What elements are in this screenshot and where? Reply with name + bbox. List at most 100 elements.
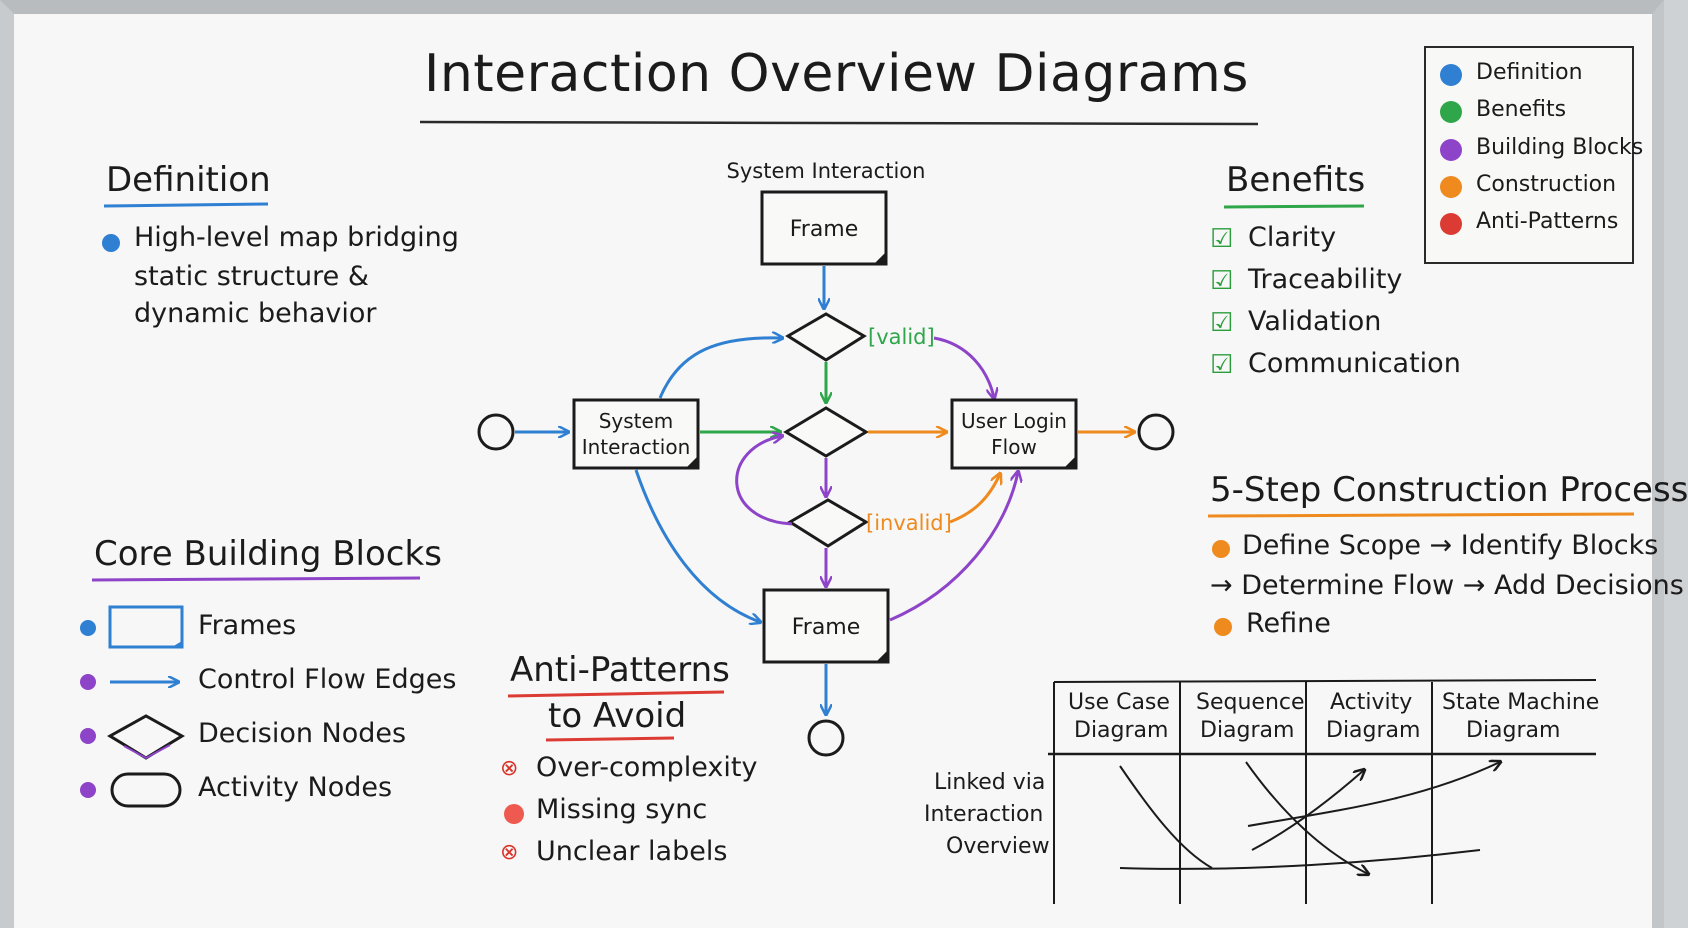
construction-heading: 5-Step Construction Process — [1210, 470, 1688, 510]
top-frame-label: Frame — [790, 217, 859, 242]
top-frame-node — [760, 190, 888, 266]
benefit-item: Traceability — [1248, 264, 1403, 295]
link-arrow-4 — [1247, 762, 1500, 827]
anti-patterns-heading-line-1: Anti-Patterns — [510, 650, 730, 690]
table-header-activity-2: Diagram — [1326, 718, 1421, 743]
building-blocks-heading: Core Building Blocks — [94, 534, 442, 574]
table-header-use-case-2: Diagram — [1074, 718, 1169, 743]
building-block-item: Activity Nodes — [198, 772, 393, 803]
definition-line-2: static structure & — [134, 261, 369, 292]
building-block-item: Decision Nodes — [198, 718, 407, 749]
cross-icon: ⊗ — [500, 756, 519, 781]
user-login-flow-node — [950, 398, 1078, 470]
check-icon: ☑ — [1210, 224, 1234, 254]
table-header-sequence-1: Sequence — [1196, 690, 1305, 715]
definition-bullet — [102, 234, 120, 252]
table-header-activity-1: Activity — [1330, 690, 1413, 715]
definition-heading: Definition — [106, 160, 271, 200]
construction-line-2: → Determine Flow → Add Decisions — [1210, 570, 1684, 601]
bottom-frame-corner — [876, 650, 888, 662]
system-interaction-corner — [686, 456, 698, 468]
construction-underline — [1207, 512, 1635, 518]
construction-line-1: Define Scope → Identify Blocks — [1242, 530, 1659, 561]
initial-node — [477, 413, 515, 451]
table-header-state-machine-2: Diagram — [1466, 718, 1561, 743]
flow-top-caption: System Interaction — [727, 159, 926, 183]
link-arrow-3 — [1251, 770, 1364, 851]
user-login-label-1: User Login — [961, 409, 1067, 433]
definition-underline — [103, 202, 269, 208]
anti-pattern-bullet — [504, 804, 524, 824]
guard-invalid: [invalid] — [866, 511, 952, 535]
edge-invalid-to-login — [949, 474, 1000, 524]
decision-node-valid — [785, 312, 867, 362]
legend-dot-construction — [1440, 176, 1462, 198]
benefit-item: Communication — [1248, 348, 1461, 379]
check-icon: ☑ — [1210, 308, 1234, 338]
anti-patterns-underline-2 — [545, 736, 675, 742]
legend-label-building-blocks: Building Blocks — [1476, 135, 1644, 160]
edge-system-to-d1 — [658, 338, 782, 399]
benefit-item: Validation — [1248, 306, 1382, 337]
benefits-underline — [1223, 204, 1365, 209]
construction-line-3: Refine — [1246, 608, 1331, 639]
legend-label-anti-patterns: Anti-Patterns — [1476, 209, 1619, 234]
system-interaction-node — [572, 398, 700, 470]
decision-node-icon-accent — [123, 744, 171, 760]
linked-label-line-2: Interaction — [924, 802, 1044, 827]
activity-node-icon — [110, 772, 182, 808]
link-arrow-2 — [1245, 761, 1368, 874]
table-header-state-machine-1: State Machine — [1442, 690, 1600, 715]
system-interaction-label-2: Interaction — [582, 435, 691, 459]
cross-icon: ⊗ — [500, 840, 519, 865]
building-block-item: Frames — [198, 610, 297, 641]
anti-pattern-item: Unclear labels — [536, 836, 728, 867]
legend-dot-anti-patterns — [1440, 213, 1462, 235]
legend-label-benefits: Benefits — [1476, 97, 1567, 122]
top-frame-corner — [874, 252, 886, 264]
anti-pattern-item: Over-complexity — [536, 752, 758, 783]
legend-dot-definition — [1440, 64, 1462, 86]
benefit-item: Clarity — [1248, 222, 1337, 253]
legend-dot-benefits — [1440, 101, 1462, 123]
system-interaction-label-1: System — [599, 409, 674, 433]
definition-line-1: High-level map bridging — [134, 222, 459, 253]
edge-system-to-bottom-frame — [634, 469, 760, 622]
user-login-flow-corner — [1064, 456, 1076, 468]
bottom-frame-node — [762, 588, 890, 664]
building-block-bullet — [80, 620, 96, 636]
check-icon: ☑ — [1210, 266, 1234, 296]
construction-bullet — [1212, 540, 1230, 558]
guard-valid: [valid] — [868, 325, 935, 349]
page-title: Interaction Overview Diagrams — [424, 44, 1249, 104]
check-icon: ☑ — [1210, 350, 1234, 380]
building-blocks-underline — [91, 576, 421, 582]
legend-label-definition: Definition — [1476, 60, 1583, 85]
title-underline — [419, 120, 1259, 126]
decision-node-merge — [783, 406, 869, 458]
anti-pattern-item: Missing sync — [536, 794, 708, 825]
legend-dot-building-blocks — [1440, 139, 1462, 161]
table-top-line — [1053, 679, 1597, 683]
table-header-sequence-2: Diagram — [1200, 718, 1295, 743]
definition-line-3: dynamic behavior — [134, 298, 377, 329]
linked-label-line-1: Linked via — [934, 770, 1046, 795]
building-block-bullet — [80, 728, 96, 744]
building-block-bullet — [80, 674, 96, 690]
benefits-heading: Benefits — [1226, 160, 1366, 200]
final-node-bottom — [807, 719, 845, 757]
building-block-item: Control Flow Edges — [198, 664, 457, 695]
link-line-5 — [1119, 849, 1481, 870]
frame-icon-corner — [172, 641, 182, 647]
edge-d1-to-login — [933, 336, 994, 398]
final-node-right — [1137, 413, 1175, 451]
edge-loop-d3-to-d2 — [735, 436, 793, 526]
user-login-label-2: Flow — [991, 435, 1037, 459]
table-header-use-case-1: Use Case — [1068, 690, 1170, 715]
edge-bottom-frame-to-login — [889, 472, 1018, 622]
linked-label-line-3: Overview — [946, 834, 1050, 859]
bottom-frame-label: Frame — [792, 615, 861, 640]
decision-node-icon — [107, 714, 185, 760]
